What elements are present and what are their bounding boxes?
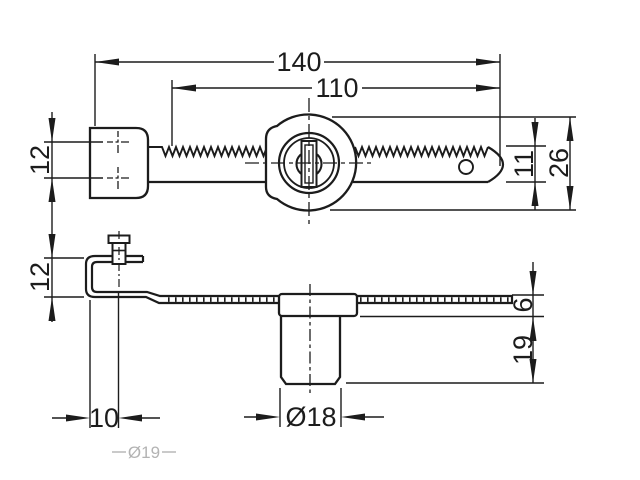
arrowhead (48, 118, 56, 142)
arrowhead (118, 414, 142, 422)
arrowhead (529, 359, 537, 383)
dim-housing-height: 26 (330, 116, 576, 211)
dim-label-11: 11 (509, 150, 539, 178)
arrowhead (476, 58, 500, 66)
dim-label-6: 6 (508, 297, 538, 312)
arrowhead (95, 58, 119, 66)
mounting-block (88, 126, 150, 200)
dim-label-d18: Ø18 (285, 402, 336, 432)
arrowhead (531, 122, 539, 146)
rack-teeth-right (354, 144, 489, 159)
dim-rack-thickness: 6 (360, 262, 544, 383)
arrowhead (48, 297, 56, 321)
hole-center-mark-bottom (107, 167, 129, 189)
cylinder-body-side (279, 316, 342, 386)
rack-end-hole (458, 159, 474, 175)
strip-right (357, 294, 514, 305)
dim-hole-spacing: 12 (25, 112, 103, 322)
dim-label-12-top: 12 (25, 145, 55, 175)
arrowhead (529, 271, 537, 295)
dim-label-d19-faded: Ø19 (128, 443, 160, 462)
hole-center-mark-top (107, 131, 129, 153)
dimensions: 140 110 12 12 (25, 47, 576, 462)
dim-label-12-side: 12 (25, 262, 55, 292)
arrowhead (566, 186, 574, 210)
arrowhead (531, 182, 539, 206)
rack-teeth-left (148, 144, 268, 159)
dim-label-10: 10 (89, 403, 119, 433)
bracket-inner-contour (90, 260, 280, 298)
rack-end-cap (487, 146, 505, 183)
bracket-outer-contour (84, 254, 280, 305)
arrowhead (256, 413, 280, 421)
dim-cylinder-depth: 19 (346, 335, 544, 384)
arrowhead (529, 317, 537, 341)
side-view (84, 231, 514, 394)
dim-cylinder-diameter: Ø18 (244, 388, 384, 432)
dim-label-110: 110 (315, 73, 358, 103)
arrowhead (172, 84, 196, 92)
arrowhead (566, 117, 574, 141)
dim-rack-length: 110 (171, 73, 500, 146)
arrowhead (476, 84, 500, 92)
dim-bracket-height: 12 (25, 234, 84, 321)
faded-dimension-fragment: Ø19 (112, 443, 176, 462)
top-view (88, 98, 505, 228)
dim-label-140: 140 (276, 47, 321, 77)
dim-rack-height: 11 (506, 118, 546, 210)
dim-overall-length: 140 (94, 47, 501, 166)
arrowhead (341, 413, 365, 421)
dim-label-19: 19 (508, 335, 538, 365)
arrowhead (48, 234, 56, 258)
dim-label-26: 26 (544, 148, 574, 178)
arrowhead (48, 178, 56, 202)
arrowhead (66, 414, 90, 422)
dim-bracket-offset: 10 (52, 292, 160, 433)
cam-plate-side (277, 292, 359, 318)
